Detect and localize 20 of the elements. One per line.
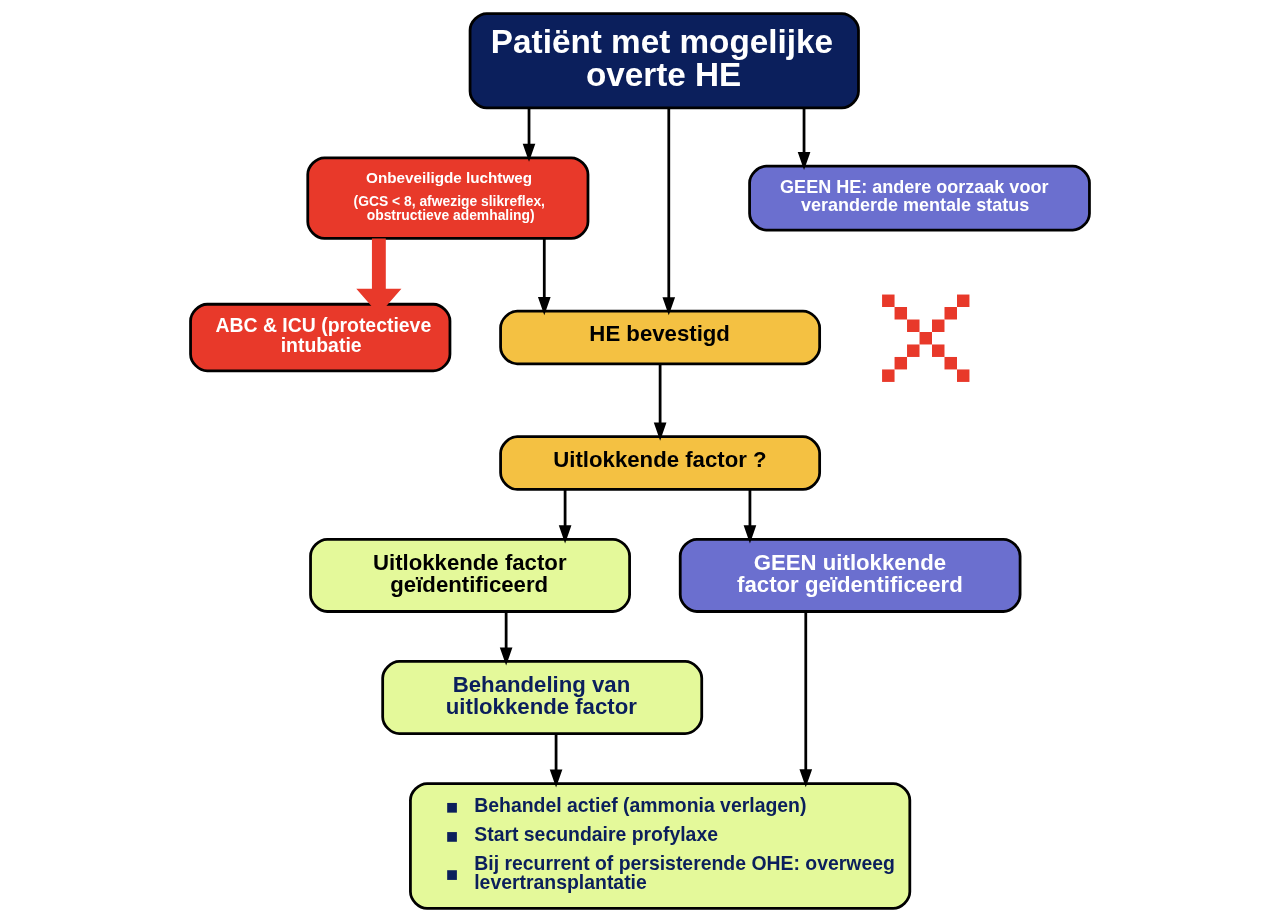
arrow <box>797 108 811 171</box>
node-box: Behandeling van uitlokkende factor <box>381 660 704 735</box>
arrow <box>549 733 563 788</box>
node-box: Uitlokkende factor ? <box>499 435 822 491</box>
node-box: Behandel actief (ammonia verlagen) Start secundaire profylaxe Bij recurrent of persisterende OHE: overweeg levertransplantatie <box>409 782 912 910</box>
arrow <box>662 108 676 316</box>
node-box: ABC & ICU (protectieve intubatie <box>189 302 452 373</box>
arrow <box>499 612 513 666</box>
node-box: GEEN HE: andere oorzaak voor veranderde mentale status <box>748 164 1091 232</box>
node-box: GEEN uitlokkende factor geïdentificeerd <box>678 538 1022 613</box>
node-box: Onbeveiligde luchtweg (GCS < 8, afwezige slikreflex, obstructieve ademhaling) <box>306 156 590 240</box>
arrow <box>537 238 551 316</box>
arrow <box>522 108 536 162</box>
arrow <box>743 489 757 544</box>
node-box: HE bevestigd <box>499 309 822 366</box>
arrow <box>653 364 667 441</box>
arrow <box>558 489 572 544</box>
arrow <box>799 611 813 788</box>
node-box: Uitlokkende factor geïdentificeerd <box>309 538 631 613</box>
node-box: Patiënt met mogelijke overte HE <box>468 12 860 110</box>
